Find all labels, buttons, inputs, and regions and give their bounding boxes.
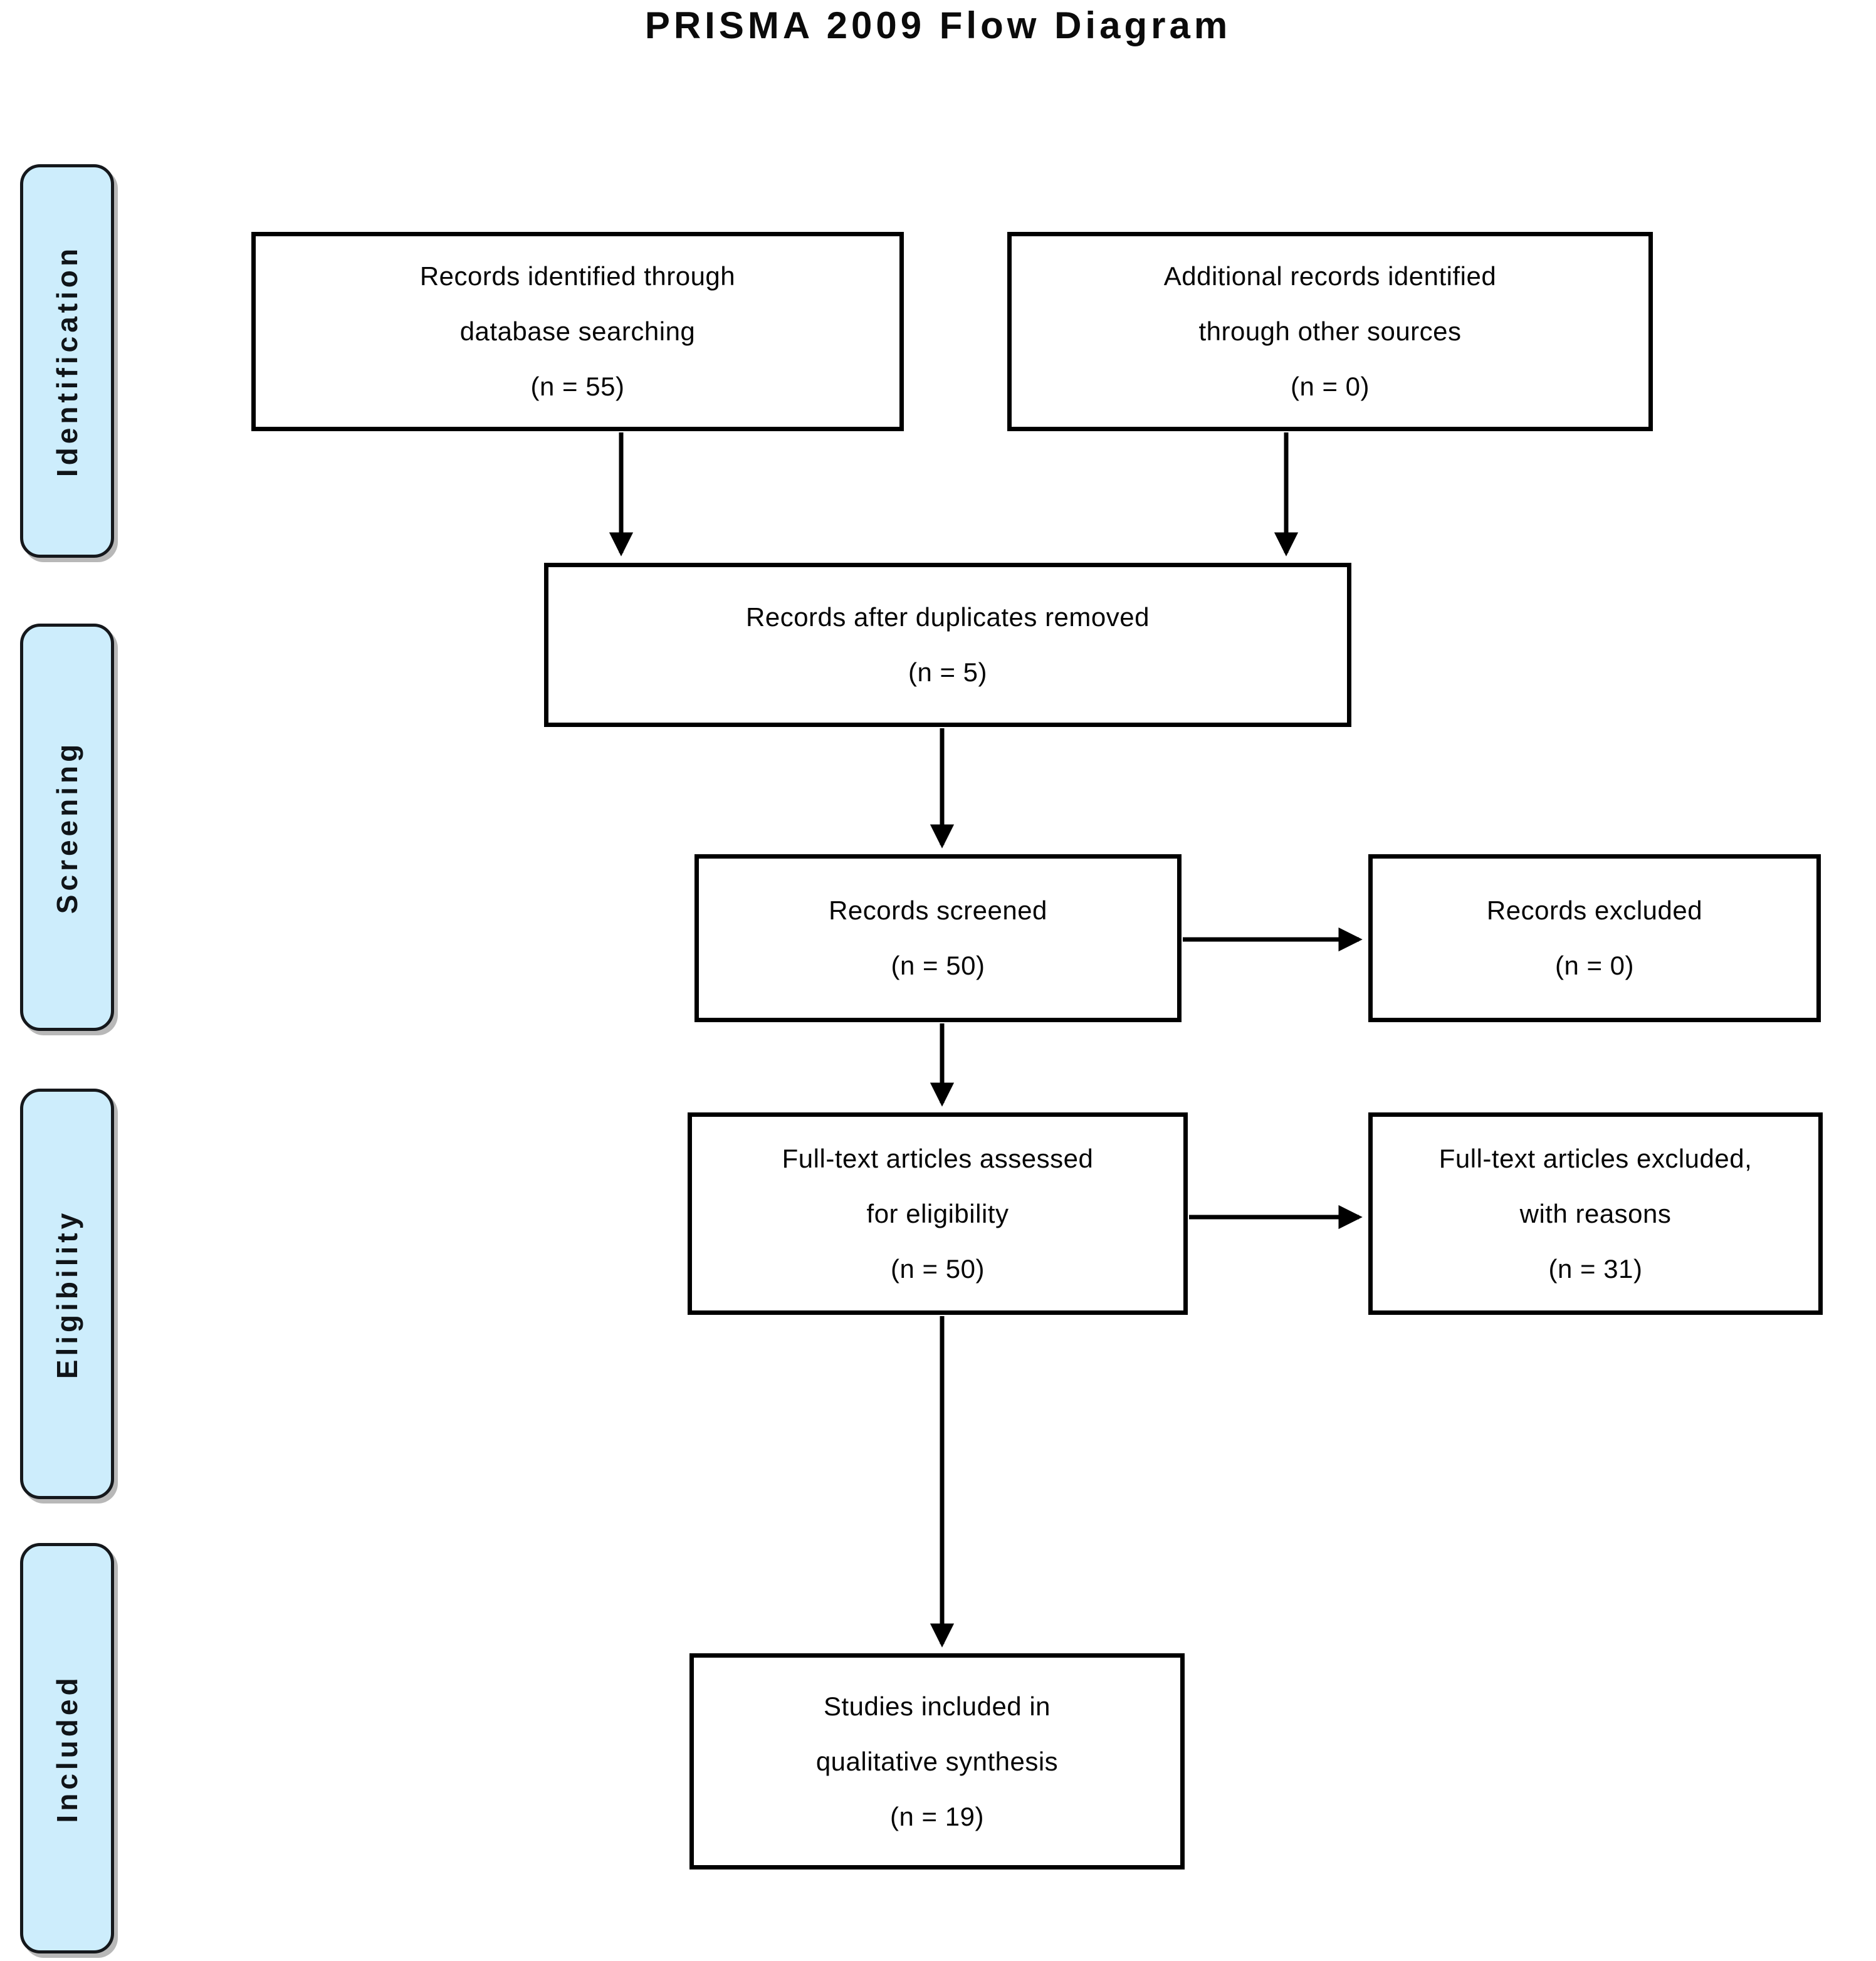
stage-bar-included: Included xyxy=(20,1543,114,1953)
flow-box-records-after-duplicates: Records after duplicates removed (n = 5) xyxy=(544,563,1351,727)
box-text-line: Records identified through xyxy=(419,261,736,291)
box-text-line: Additional records identified xyxy=(1163,261,1497,291)
flow-box-studies-included: Studies included in qualitative synthesi… xyxy=(689,1653,1185,1869)
box-count: (n = 31) xyxy=(1548,1253,1643,1284)
box-text-line: database searching xyxy=(459,316,696,346)
box-count: (n = 19) xyxy=(890,1801,984,1831)
box-text-line: for eligibility xyxy=(866,1198,1009,1228)
stage-label-identification: Identification xyxy=(51,244,83,478)
stage-label-eligibility: Eligibility xyxy=(51,1209,83,1379)
box-count: (n = 50) xyxy=(891,1253,985,1284)
box-count: (n = 55) xyxy=(530,372,625,401)
box-count: (n = 0) xyxy=(1290,372,1370,401)
box-count: (n = 0) xyxy=(1554,951,1635,980)
box-text-line: through other sources xyxy=(1198,316,1462,346)
flow-box-fulltext-excluded: Full-text articles excluded, with reason… xyxy=(1368,1112,1823,1315)
box-count: (n = 50) xyxy=(891,951,985,980)
flow-box-additional-records: Additional records identified through ot… xyxy=(1007,232,1653,431)
box-count: (n = 5) xyxy=(908,657,988,687)
box-text-line: Full-text articles assessed xyxy=(782,1143,1094,1173)
flow-box-records-excluded: Records excluded (n = 0) xyxy=(1368,854,1821,1022)
box-text-line: qualitative synthesis xyxy=(815,1746,1059,1776)
box-text-line: Full-text articles excluded, xyxy=(1438,1143,1753,1173)
stage-bar-identification: Identification xyxy=(20,164,114,558)
flow-box-records-screened: Records screened (n = 50) xyxy=(694,854,1182,1022)
stage-bar-screening: Screening xyxy=(20,624,114,1031)
stage-label-screening: Screening xyxy=(51,740,83,914)
stage-bar-eligibility: Eligibility xyxy=(20,1089,114,1499)
box-text-line: Records excluded xyxy=(1486,896,1703,925)
stage-label-included: Included xyxy=(51,1673,83,1823)
diagram-title: PRISMA 2009 Flow Diagram xyxy=(644,4,1232,46)
box-text-line: with reasons xyxy=(1519,1198,1672,1228)
flow-box-records-identified: Records identified through database sear… xyxy=(251,232,904,431)
box-text-line: Records after duplicates removed xyxy=(746,602,1150,632)
flow-box-fulltext-assessed: Full-text articles assessed for eligibil… xyxy=(688,1112,1188,1315)
box-text-line: Records screened xyxy=(829,896,1047,925)
box-text-line: Studies included in xyxy=(823,1691,1051,1721)
